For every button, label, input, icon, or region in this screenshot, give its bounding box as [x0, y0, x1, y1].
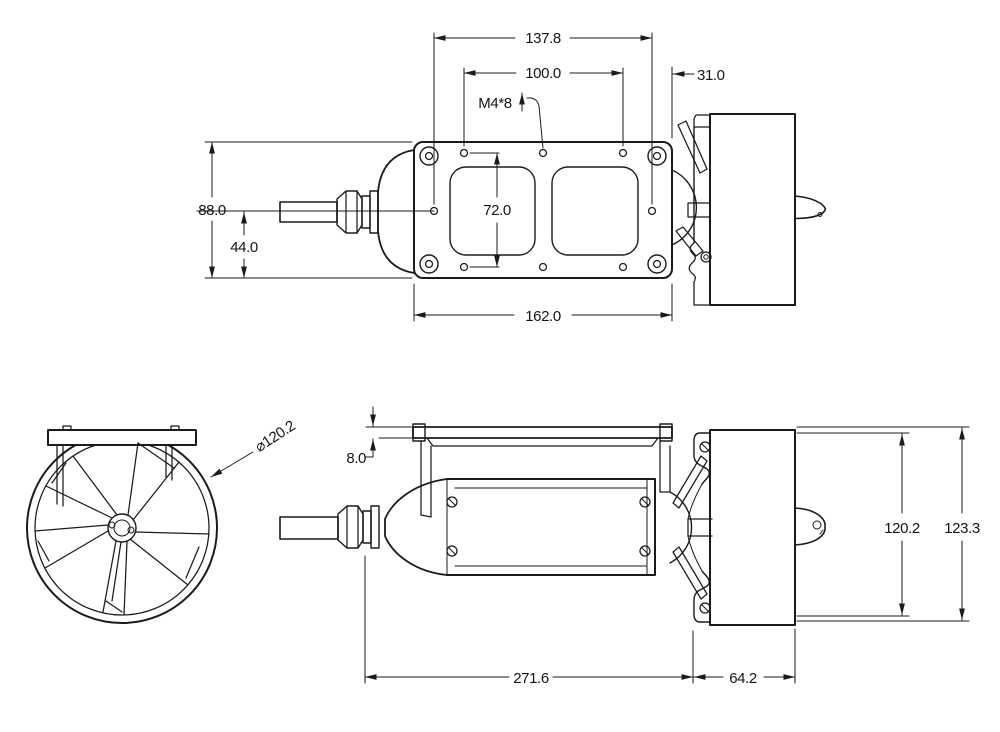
duct-ring-outer: [26, 432, 218, 624]
body-screw: [446, 496, 458, 508]
duct-strut: [677, 120, 708, 174]
thread-callout: M4*8: [478, 92, 544, 149]
dim-8-0-label: 8.0: [346, 450, 366, 467]
thread-callout-label: M4*8: [478, 95, 511, 112]
cable-side: [279, 516, 339, 540]
dim-44-0-label: 44.0: [230, 239, 258, 256]
dimension-plate-height: 88.0: [198, 141, 413, 279]
dim-100-0-label: 100.0: [525, 65, 561, 82]
dimension-plate-length: 162.0: [413, 283, 673, 325]
duct-strut: [672, 546, 708, 600]
dimension-duct-offset: 31.0: [671, 66, 725, 139]
dimension-hole-span: 137.8: [433, 30, 653, 205]
plate-cutout: [551, 166, 639, 256]
top-view-dimensions: 137.8 100.0 M4*8 31.0: [198, 30, 725, 325]
dimension-plate-thickness: 8.0: [346, 406, 413, 467]
front-view: ⌀120.2: [26, 417, 298, 624]
mount-bracket-front: [47, 425, 197, 507]
dimension-inner-hole-span: 100.0: [463, 65, 624, 147]
dim-123-3-label: 123.3: [944, 520, 980, 537]
cable: [279, 201, 338, 223]
propeller-blade: [34, 524, 109, 569]
mount-plate-side: [412, 423, 673, 518]
dim-31-0-label: 31.0: [697, 67, 725, 84]
propeller-blade: [45, 455, 118, 519]
dim-162-0-label: 162.0: [525, 308, 561, 325]
cable-gland: [336, 190, 379, 234]
propeller-blade: [102, 540, 128, 616]
hub-arc: [669, 491, 693, 564]
dim-88-0-label: 88.0: [198, 202, 226, 219]
duct-screw: [699, 602, 711, 614]
cable-gland-side: [337, 505, 380, 549]
prop-shaft: [687, 202, 711, 218]
propeller-blade: [129, 531, 210, 586]
propeller-blade: [127, 442, 180, 521]
dim-120-2-label: 120.2: [884, 520, 920, 537]
dim-137-8-label: 137.8: [525, 30, 561, 47]
dim-64-2-label: 64.2: [729, 670, 757, 687]
body-screw: [446, 545, 458, 557]
hub-arc: [671, 169, 698, 246]
duct-screw: [699, 441, 711, 453]
propeller-hub: [107, 513, 137, 543]
corner-screw: [419, 254, 439, 274]
dim-diameter-label: ⌀120.2: [252, 417, 298, 455]
diameter-callout: ⌀120.2: [210, 417, 298, 478]
mounting-holes: [429, 148, 657, 272]
nose-cone-side: [384, 478, 448, 576]
side-view: 8.0 271.6 64.2: [279, 406, 980, 687]
side-view-dimensions: 8.0 271.6 64.2: [346, 406, 980, 687]
dimension-hole-rows: 72.0: [469, 152, 511, 268]
top-view: 137.8 100.0 M4*8 31.0: [196, 30, 827, 325]
duct-side: [669, 429, 826, 626]
dimension-axis-offset: 44.0: [230, 211, 258, 279]
mounting-plate: [413, 141, 673, 279]
side-view-part: [279, 423, 826, 626]
duct-strut: [672, 455, 708, 509]
dimension-duct-inner: 120.2: [796, 432, 920, 617]
body-screw: [639, 545, 651, 557]
tail-cone: [794, 195, 827, 220]
corner-screw: [647, 146, 667, 166]
duct-screw: [700, 251, 712, 263]
duct-top: [671, 113, 827, 306]
corner-screw: [647, 254, 667, 274]
duct-strut: [675, 226, 704, 257]
dimension-body-length: 271.6: [364, 555, 694, 687]
duct-ring-inner: [34, 440, 210, 616]
dim-72-0-label: 72.0: [483, 202, 511, 219]
tail-cone: [794, 507, 826, 546]
dimension-duct-outer: 123.3: [796, 426, 980, 622]
corner-screw: [419, 146, 439, 166]
dimension-duct-length: 64.2: [693, 628, 796, 687]
top-view-part: [196, 113, 827, 306]
motor-body: [446, 478, 656, 576]
dim-271-6-label: 271.6: [513, 670, 549, 687]
body-screw: [639, 496, 651, 508]
plate-cutout: [449, 166, 536, 256]
prop-shaft: [687, 518, 713, 537]
